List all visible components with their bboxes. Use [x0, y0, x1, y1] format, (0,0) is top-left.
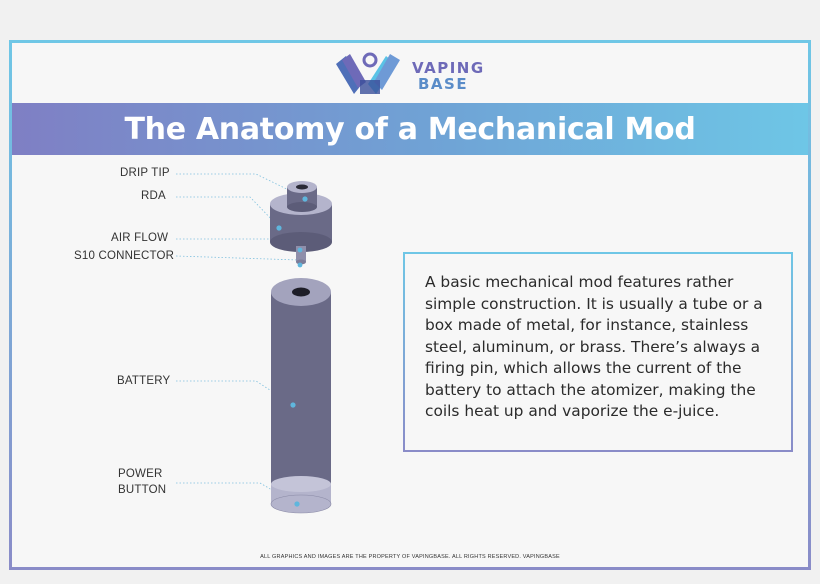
leader-rda: [176, 196, 279, 227]
dot-air-flow: [297, 247, 303, 253]
logo-line-2: BASE: [418, 75, 469, 93]
logo-mark-icon: [336, 52, 400, 94]
label-drip-tip: DRIP TIP: [120, 167, 170, 179]
leader-s10: [175, 255, 300, 261]
label-rda: RDA: [141, 190, 166, 202]
copyright-footer: ALL GRAPHICS AND IMAGES ARE THE PROPERTY…: [260, 554, 560, 560]
dot-rda: [276, 225, 282, 231]
dot-power: [294, 501, 300, 507]
description-text: A basic mechanical mod features rather s…: [425, 273, 763, 420]
vapingbase-logo: [336, 52, 400, 94]
leader-drip-tip: [176, 173, 306, 199]
dot-battery: [290, 402, 296, 408]
dot-s10: [297, 262, 303, 268]
battery-tube: [270, 278, 332, 514]
label-s10-connector: S10 CONNECTOR: [74, 250, 175, 262]
page-title: The Anatomy of a Mechanical Mod: [124, 111, 696, 147]
logo-line-1: VAPING: [412, 59, 485, 77]
leader-power: [176, 482, 297, 505]
label-power-line-2: BUTTON: [118, 484, 167, 496]
label-battery: BATTERY: [117, 375, 171, 387]
label-power-line-1: POWER: [118, 468, 163, 480]
label-air-flow: AIR FLOW: [111, 232, 169, 244]
description-box: A basic mechanical mod features rather s…: [403, 252, 793, 452]
drip-tip: [287, 181, 317, 212]
dot-drip-tip: [302, 196, 308, 202]
title-banner: The Anatomy of a Mechanical Mod: [12, 103, 808, 155]
logo-wordmark: VAPING BASE: [412, 60, 485, 92]
